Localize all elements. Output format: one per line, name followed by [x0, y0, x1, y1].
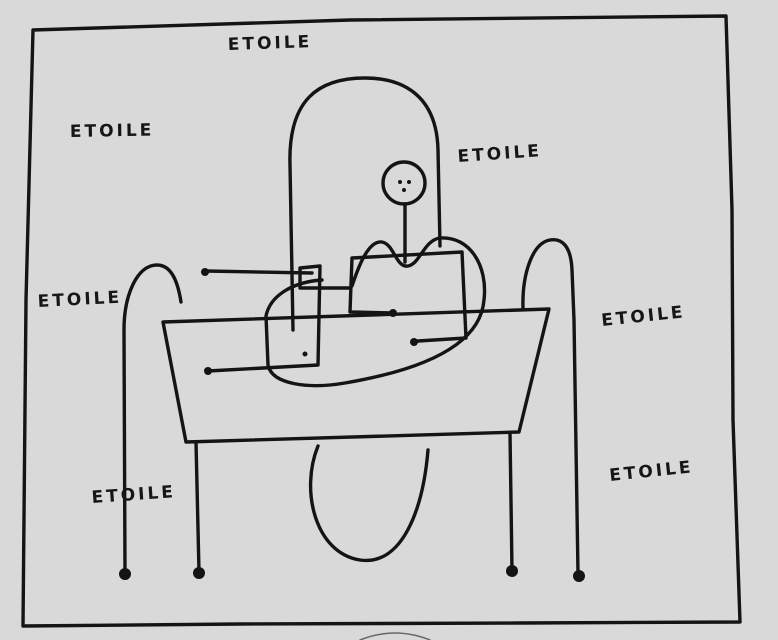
etoile-label-left: ETOILE — [37, 288, 122, 312]
foot-dot — [119, 568, 131, 580]
box-end-dot — [410, 338, 418, 346]
face-dot — [402, 188, 406, 192]
page-edge-arc — [359, 632, 431, 640]
etoile-label-top: ETOILE — [227, 32, 312, 55]
table-leg-right — [508, 431, 514, 572]
lower-oval — [308, 444, 430, 563]
etoile-label-upper-right: ETOILE — [457, 141, 543, 167]
box-end-dot — [389, 309, 397, 317]
etoile-label-right: ETOILE — [600, 302, 686, 331]
foot-dot — [193, 567, 205, 579]
frame — [21, 14, 742, 628]
table-leg-left — [194, 440, 201, 574]
table-top — [161, 307, 551, 444]
etoile-label-lower-left: ETOILE — [91, 482, 177, 508]
figure-head — [381, 160, 427, 206]
face-dot — [407, 180, 411, 184]
right-arch — [521, 238, 580, 576]
etoile-label-lower-right: ETOILE — [608, 457, 694, 486]
figure-body — [348, 250, 468, 343]
center-dot — [302, 351, 308, 357]
inner-square — [206, 264, 352, 373]
etoile-label-upper-left: ETOILE — [70, 121, 155, 142]
arm-end-dot — [204, 367, 212, 375]
arm-end-dot — [201, 268, 209, 276]
arm-line — [204, 269, 314, 275]
foot-dot — [506, 565, 518, 577]
foot-dot — [573, 570, 585, 582]
face-dot — [398, 180, 402, 184]
left-arch — [122, 263, 183, 574]
tall-arch — [288, 76, 442, 332]
